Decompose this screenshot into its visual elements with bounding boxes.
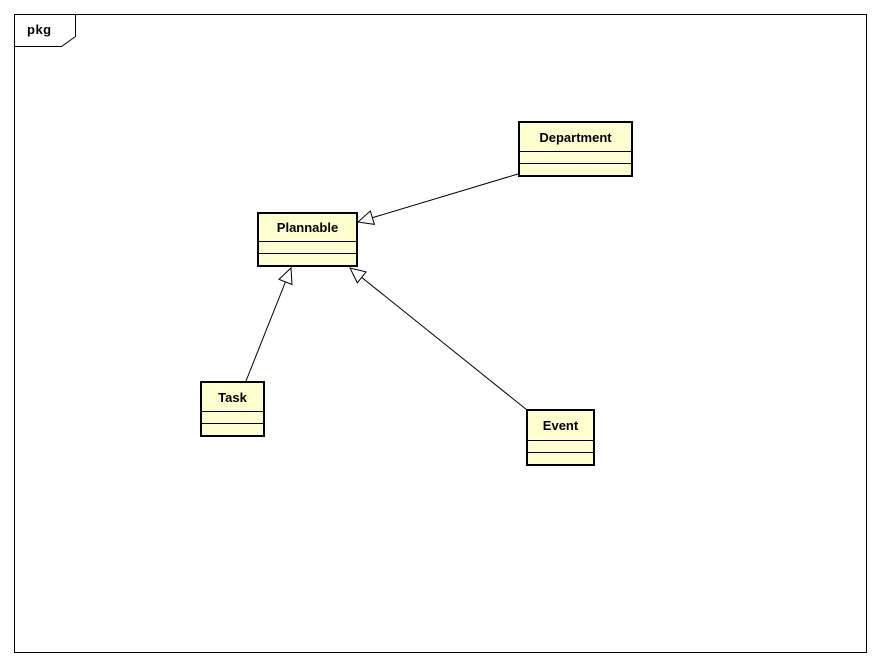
- package-frame-tab: [14, 14, 76, 47]
- class-operations-compartment: [528, 452, 593, 464]
- class-box-event[interactable]: Event: [526, 409, 595, 466]
- class-attributes-compartment: [520, 151, 631, 163]
- package-frame-border: [14, 14, 867, 653]
- class-name-label: Event: [542, 418, 579, 433]
- class-operations-compartment: [520, 163, 631, 175]
- class-box-department[interactable]: Department: [518, 121, 633, 177]
- class-attributes-compartment: [528, 440, 593, 452]
- class-box-plannable[interactable]: Plannable: [257, 212, 358, 267]
- class-name-label: Department: [539, 129, 612, 145]
- class-attributes-compartment: [202, 411, 263, 423]
- class-operations-compartment: [259, 253, 356, 265]
- class-name-label: Task: [218, 389, 247, 405]
- class-box-task[interactable]: Task: [200, 381, 265, 437]
- class-operations-compartment: [202, 423, 263, 435]
- edge-generalization-event-plannable[interactable]: [349, 267, 528, 411]
- package-frame-label: pkg: [27, 22, 52, 37]
- class-name-label: Plannable: [276, 220, 339, 235]
- edge-generalization-task-plannable[interactable]: [245, 266, 293, 382]
- class-attributes-compartment: [259, 241, 356, 253]
- edge-generalization-department-plannable[interactable]: [356, 173, 519, 226]
